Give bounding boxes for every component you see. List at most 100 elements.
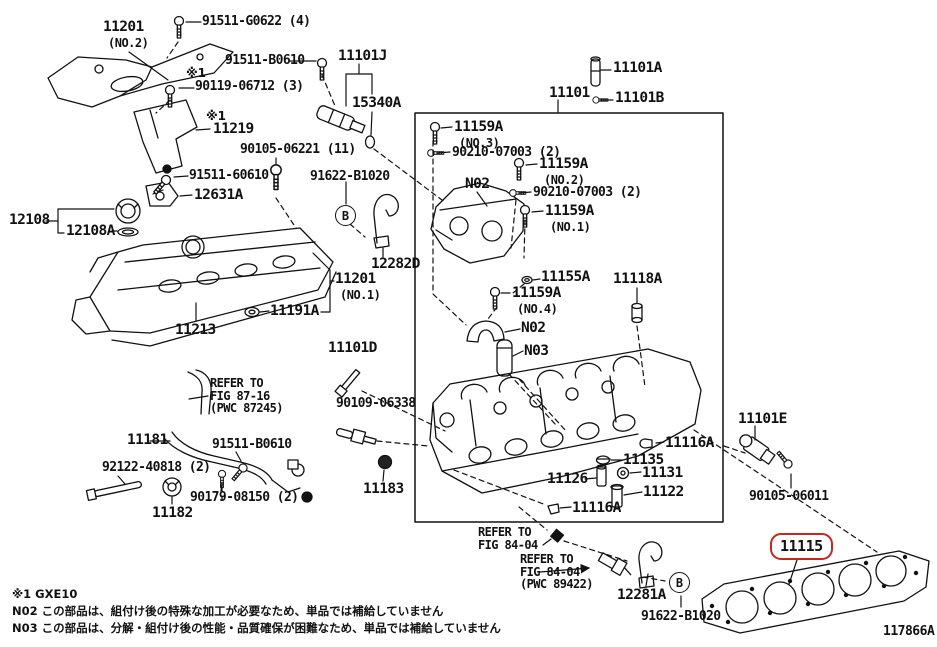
part-label-11201-no2[interactable]: 11201 (NO.2)	[103, 19, 149, 50]
part-label-90119-06712[interactable]: 90119-06712 (3)	[195, 79, 304, 94]
hose-12281a-drawing	[638, 541, 663, 589]
oil-filler-cap-drawing	[115, 198, 141, 237]
dashed-assembly-lines	[152, 41, 878, 582]
part-label-12281a[interactable]: 12281A	[617, 587, 666, 603]
stud-11118a-icon	[631, 302, 643, 324]
part-label-n02-cap[interactable]: N02	[521, 320, 546, 336]
part-label-11159a-no1[interactable]: 11159A (NO.1)	[545, 204, 594, 234]
part-label-12631a[interactable]: 12631A	[194, 187, 243, 203]
engine-cover-no2-drawing	[47, 43, 234, 108]
oil-control-valve-drawing	[316, 105, 376, 149]
part-label-11183[interactable]: 11183	[363, 481, 404, 497]
part-label-11101b[interactable]: 11101B	[615, 90, 664, 106]
part-label-11116a-top[interactable]: 11116A	[665, 435, 714, 451]
part-label-11122[interactable]: 11122	[643, 484, 684, 500]
part-suffix: (NO.4)	[517, 302, 558, 316]
part-label-11159a-no4[interactable]: 11159A (NO.4)	[512, 286, 561, 316]
refer-line: FIG 84-04	[520, 564, 580, 579]
pin-11101d-icon	[334, 368, 361, 398]
footnote-n03: N03 この部品は、分解・組付け後の性能・品質確保が困難なため、単品では補給して…	[12, 621, 501, 635]
part-label-12108[interactable]: 12108	[9, 212, 50, 228]
refer-line: (PWC 89422)	[520, 577, 593, 591]
part-suffix: (NO.1)	[340, 288, 381, 302]
part-label-n03-guide[interactable]: N03	[524, 343, 549, 359]
part-label-11213[interactable]: 11213	[175, 322, 216, 338]
ball-11183-icon	[377, 454, 393, 470]
part-label-11118a[interactable]: 11118A	[613, 271, 662, 287]
part-label-11159a-no2[interactable]: 11159A (NO.2)	[539, 157, 588, 187]
bolt-90109-icon	[335, 427, 377, 445]
part-label-90210-07003-b[interactable]: 90210-07003 (2)	[533, 185, 642, 200]
part-label-11101[interactable]: 11101	[549, 85, 590, 101]
head-gasket-drawing	[701, 550, 930, 634]
part-label-11201-no1[interactable]: 11201 (NO.1)	[335, 271, 381, 302]
cylinder-head-drawing	[429, 348, 702, 494]
part-label-11101e[interactable]: 11101E	[738, 411, 787, 427]
part-number: 11159A	[539, 156, 588, 172]
part-label-90105-06221[interactable]: 90105-06221 (11)	[240, 142, 356, 157]
part-label-92122-40818[interactable]: 92122-40818 (2)	[102, 460, 211, 475]
footnote-star1: ※1 GXE10	[12, 587, 78, 601]
part-label-11116a-bottom[interactable]: 11116A	[572, 500, 621, 516]
part-label-11135[interactable]: 11135	[623, 452, 664, 468]
part-label-91622-b1020-top[interactable]: 91622-B1020	[310, 169, 390, 184]
hose-12282d-drawing	[373, 193, 399, 249]
refer-note-fig84-04-a: REFER TO FIG 84-04	[478, 526, 538, 551]
connector-b-top: B	[335, 205, 356, 226]
highlighted-part-11115[interactable]: 11115	[770, 533, 833, 560]
marker-star1-b: ※1	[206, 109, 227, 123]
part-label-11219[interactable]: 11219	[213, 121, 254, 137]
refer-8404-parts	[550, 528, 632, 576]
part-label-12108a[interactable]: 12108A	[66, 223, 115, 239]
refer-note-fig84-04-b: REFER TO FIG 84-04 (PWC 89422)	[520, 553, 593, 591]
part-label-91511-g0622[interactable]: 91511-G0622 (4)	[202, 14, 311, 29]
part-label-11131[interactable]: 11131	[642, 465, 683, 481]
camshaft-cap-n02-drawing	[466, 320, 505, 343]
small-parts-icons	[521, 275, 653, 515]
stud-92122-icon	[85, 481, 142, 502]
part-label-11191a[interactable]: 11191A	[270, 303, 319, 319]
part-label-12282d[interactable]: 12282D	[371, 256, 420, 272]
part-label-91622-b1020-bottom[interactable]: 91622-B1020	[641, 609, 721, 624]
part-label-11182[interactable]: 11182	[152, 505, 193, 521]
part-number: 11201	[103, 19, 144, 35]
grommet-11191a-icon	[244, 306, 260, 318]
part-label-11159a-no3[interactable]: 11159A (NO.3)	[454, 120, 503, 150]
part-number: 11159A	[545, 203, 594, 219]
marker-star1-a: ※1	[186, 66, 207, 80]
part-label-11101j[interactable]: 11101J	[338, 48, 387, 64]
part-label-91511-b0610-top[interactable]: 91511-B0610	[225, 53, 305, 68]
leader-lines	[45, 21, 798, 608]
sensor-11101e-drawing	[739, 434, 776, 465]
part-label-90109-06338[interactable]: 90109-06338	[336, 396, 416, 411]
part-suffix: (NO.2)	[108, 36, 149, 50]
part-label-91511-b0610-bottom[interactable]: 91511-B0610	[212, 437, 292, 452]
hose-11181-drawing	[163, 369, 313, 503]
part-label-91511-60610[interactable]: 91511-60610	[189, 168, 269, 183]
part-label-n02-port[interactable]: N02	[465, 176, 490, 192]
part-label-90105-06011[interactable]: 90105-06011	[749, 489, 829, 504]
refer-line: REFER TO	[478, 525, 532, 539]
refer-line: REFER TO	[520, 552, 574, 566]
refer-note-fig87-16: REFER TO FIG 87-16 (PWC 87245)	[210, 377, 283, 415]
part-label-11101a[interactable]: 11101A	[613, 60, 662, 76]
part-label-90210-07003-a[interactable]: 90210-07003 (2)	[452, 145, 561, 160]
part-label-11126[interactable]: 11126	[547, 471, 588, 487]
dowel-11101a-icon	[590, 56, 601, 87]
insulator-11219-drawing	[133, 99, 198, 174]
figure-code: 117866A	[883, 624, 935, 639]
part-number: 11201	[335, 271, 376, 287]
part-label-15340a[interactable]: 15340A	[352, 95, 401, 111]
connector-b-bottom: B	[669, 572, 690, 593]
part-label-11181[interactable]: 11181	[127, 432, 168, 448]
part-label-90179-08150[interactable]: 90179-08150 (2)	[190, 490, 299, 505]
refer-line: REFER TO	[210, 376, 264, 390]
part-label-11101d[interactable]: 11101D	[328, 340, 377, 356]
part-suffix: (NO.1)	[550, 220, 591, 234]
part-number: 11159A	[512, 285, 561, 301]
part-label-11155a[interactable]: 11155A	[541, 269, 590, 285]
footnote-n02: N02 この部品は、組付け後の特殊な加工が必要なため、単品では補給していません	[12, 604, 444, 618]
refer-line: FIG 87-16	[210, 388, 270, 403]
